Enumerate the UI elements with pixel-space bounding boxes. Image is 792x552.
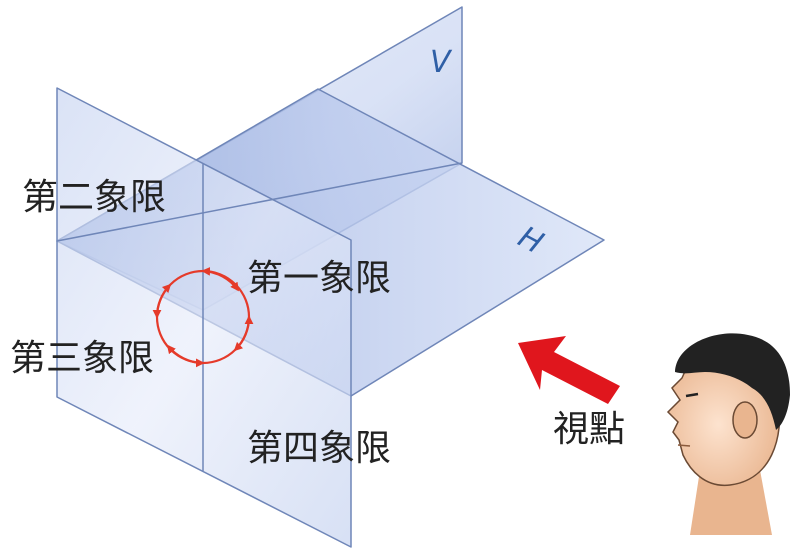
plane-label-v: V xyxy=(430,45,453,80)
arrow-icon xyxy=(518,336,620,404)
ground-line xyxy=(56,162,463,242)
quadrant-label-fourth: 第四象限 xyxy=(247,428,391,469)
quadrant-label-second: 第二象限 xyxy=(22,177,166,218)
quadrant-label-first: 第一象限 xyxy=(247,258,391,299)
quadrant-label-third: 第三象限 xyxy=(10,338,154,379)
circular-arrows-icon xyxy=(152,266,254,368)
profile-plane xyxy=(56,87,352,548)
observer-head-icon xyxy=(666,333,790,535)
viewpoint-label: 視點 xyxy=(553,409,625,450)
